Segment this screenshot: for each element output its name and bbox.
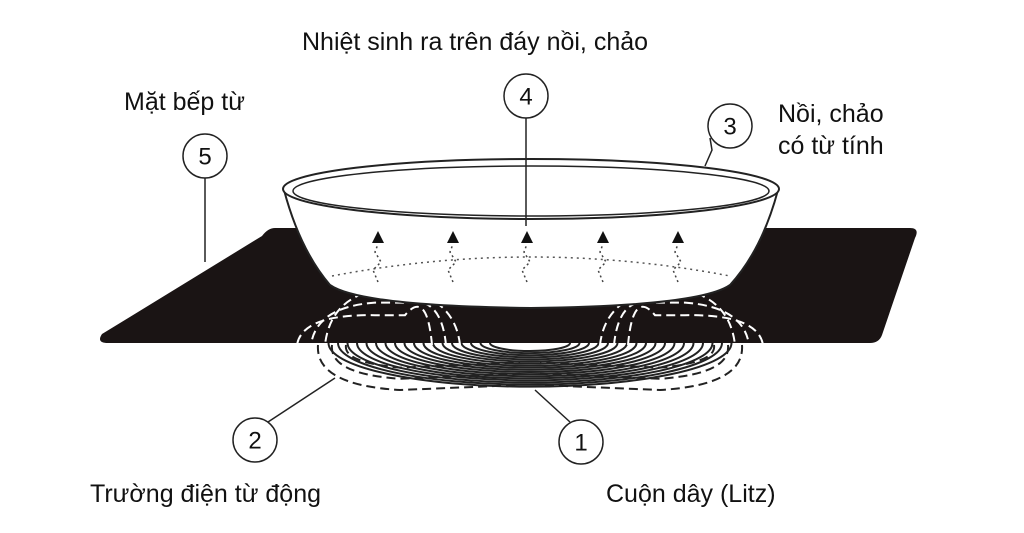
pan-rim	[282, 158, 780, 220]
leader-3	[704, 137, 713, 167]
coil-winding	[403, 342, 657, 371]
field-line-bottom-left	[344, 344, 521, 369]
coil-winding	[432, 342, 628, 365]
label-pan-line2: có từ tính	[778, 132, 884, 160]
arrow-up-icon	[597, 231, 609, 243]
coil-winding	[470, 342, 590, 357]
field-line-top-right	[627, 305, 764, 346]
arrow-up-icon	[672, 231, 684, 243]
coil-winding	[422, 342, 638, 367]
callout-4: 4	[519, 84, 532, 111]
pan-rim-inner	[292, 165, 770, 217]
callout-3-circle	[707, 103, 753, 149]
field-line-bottom-left	[316, 344, 521, 392]
label-field: Trường điện từ động	[90, 480, 322, 508]
field-line-top-right	[613, 300, 750, 346]
field-line-top-left	[296, 305, 433, 346]
coil-winding	[375, 342, 685, 378]
label-heat: Nhiệt sinh ra trên đáy nồi, chảo	[302, 28, 649, 56]
callout-3: 3	[723, 114, 736, 141]
coil-winding	[327, 342, 733, 388]
coil-winding	[356, 342, 704, 382]
field-line-top-left	[310, 300, 447, 346]
label-pan-line1: Nồi, chảo	[778, 100, 884, 128]
callout-1: 1	[574, 430, 587, 457]
coil-winding	[413, 342, 647, 369]
field-lines	[296, 289, 764, 392]
coil-winding	[346, 342, 714, 384]
pan-body	[282, 189, 780, 310]
heat-arrows	[372, 231, 684, 283]
coil-winding	[365, 342, 695, 380]
callout-1-circle	[558, 419, 604, 465]
label-coil: Cuộn dây (Litz)	[606, 480, 776, 508]
coil-winding	[441, 342, 619, 363]
leader-2	[267, 377, 336, 423]
arrow-up-icon	[372, 231, 384, 243]
label-cooktop: Mặt bếp từ	[124, 88, 245, 116]
leader-1	[534, 389, 571, 423]
callout-5-circle	[182, 133, 228, 179]
coil-winding	[451, 342, 609, 361]
coil-winding	[479, 342, 581, 355]
arrow-up-icon	[447, 231, 459, 243]
coil-winding	[384, 342, 676, 376]
callout-5: 5	[198, 144, 211, 171]
field-line-bottom-right	[539, 344, 744, 392]
coil-winding	[489, 342, 571, 352]
arrow-up-icon	[521, 231, 533, 243]
coil-winding	[337, 342, 723, 386]
coil-winding	[394, 342, 666, 373]
callout-2: 2	[248, 428, 261, 455]
field-line-bottom-left	[330, 344, 521, 380]
field-line-bottom-right	[539, 344, 716, 369]
coil-winding	[460, 342, 600, 359]
coil	[327, 342, 733, 388]
field-line-bottom-right	[539, 344, 730, 380]
callout-2-circle	[232, 417, 278, 463]
callout-4-circle	[503, 73, 549, 119]
pan-bottom-dotted	[331, 256, 731, 277]
